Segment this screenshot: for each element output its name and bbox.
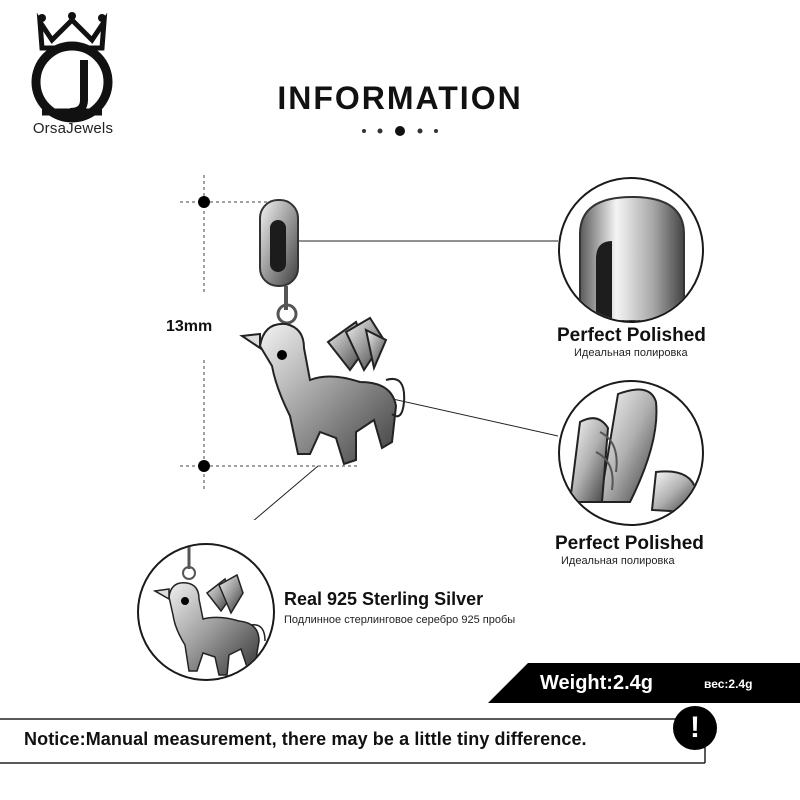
unicorn-eye-icon bbox=[277, 350, 287, 360]
detail-3-title: Real 925 Sterling Silver bbox=[284, 589, 484, 609]
full-charm-icon bbox=[152, 545, 266, 676]
bail-closeup-icon bbox=[579, 195, 685, 321]
weight-label: Weight:2.4g bbox=[540, 672, 653, 694]
unicorn-charm-icon bbox=[239, 316, 406, 466]
detail-2-subtitle: Идеальная полировка bbox=[561, 555, 675, 567]
callout-lines bbox=[253, 240, 559, 520]
product-illustration bbox=[180, 175, 559, 520]
detail-3-subtitle: Подлинное стерлинговое серебро 925 пробы bbox=[284, 614, 516, 626]
oj-monogram-icon bbox=[31, 41, 113, 123]
bail-ring-icon bbox=[259, 199, 299, 325]
page-title: INFORMATION bbox=[277, 80, 523, 116]
dimension-top-marker bbox=[198, 196, 210, 208]
brand-logo bbox=[31, 12, 113, 123]
brand-name: OrsaJewels bbox=[32, 120, 114, 137]
detail-circle-bail bbox=[558, 177, 704, 323]
detail-1-subtitle: Идеальная полировка bbox=[574, 347, 688, 359]
weight-banner bbox=[488, 663, 800, 703]
weight-label-ru: вес:2.4g bbox=[704, 677, 753, 691]
exclamation-icon: ! bbox=[673, 706, 717, 750]
detail-circle-wing bbox=[558, 380, 704, 526]
dimension-label: 13mm bbox=[166, 318, 213, 335]
detail-circle-full-charm bbox=[137, 543, 275, 681]
detail-2-title: Perfect Polished bbox=[555, 533, 704, 554]
title-dots-divider bbox=[362, 126, 438, 136]
wing-closeup-icon bbox=[568, 388, 698, 514]
dimension-bottom-marker bbox=[198, 460, 210, 472]
detail-1-title: Perfect Polished bbox=[557, 325, 706, 346]
notice-text: Notice:Manual measurement, there may be … bbox=[24, 729, 587, 749]
